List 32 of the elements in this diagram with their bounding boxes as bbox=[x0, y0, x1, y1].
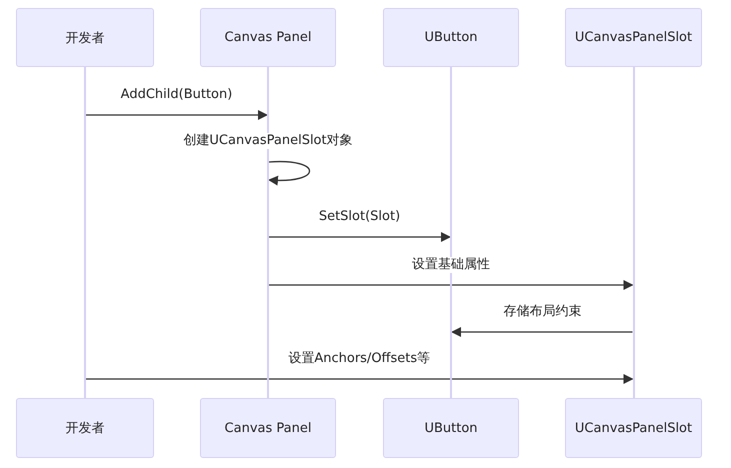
lifeline bbox=[450, 67, 452, 398]
message-arrow bbox=[269, 232, 451, 242]
message-arrow bbox=[451, 327, 632, 337]
message-label: 设置基础属性 bbox=[410, 257, 492, 273]
lifeline bbox=[632, 67, 634, 398]
message-label: 存储布局约束 bbox=[501, 304, 584, 320]
lifeline bbox=[267, 67, 269, 398]
participant-box bbox=[565, 398, 702, 458]
participant-name: 开发者 bbox=[66, 420, 104, 437]
participant-name: UButton bbox=[424, 30, 478, 45]
participant-name: Canvas Panel bbox=[224, 420, 312, 436]
message-label: 设置Anchors/Offsets等 bbox=[286, 351, 432, 367]
message-label: AddChild(Button) bbox=[118, 87, 234, 103]
lifeline bbox=[84, 67, 86, 398]
participant-box bbox=[16, 398, 154, 458]
participant-box bbox=[383, 398, 519, 458]
participant-name: UCanvasPanelSlot bbox=[574, 30, 692, 45]
message-arrow bbox=[86, 110, 268, 120]
participant-name: 开发者 bbox=[66, 30, 104, 46]
participant-box bbox=[383, 8, 519, 67]
participant-name: Canvas Panel bbox=[224, 30, 312, 45]
participant-box bbox=[565, 8, 702, 67]
participant-box bbox=[200, 398, 336, 458]
message-label: SetSlot(Slot) bbox=[316, 209, 402, 225]
participant-box bbox=[200, 8, 336, 67]
participant-name: UCanvasPanelSlot bbox=[574, 420, 692, 436]
participant-box bbox=[16, 8, 154, 67]
message-arrow bbox=[86, 374, 634, 384]
message-arrow bbox=[269, 280, 634, 290]
participant-name: UButton bbox=[424, 420, 478, 436]
message-arrow bbox=[268, 160, 310, 186]
message-label: 创建UCanvasPanelSlot对象 bbox=[181, 133, 355, 149]
